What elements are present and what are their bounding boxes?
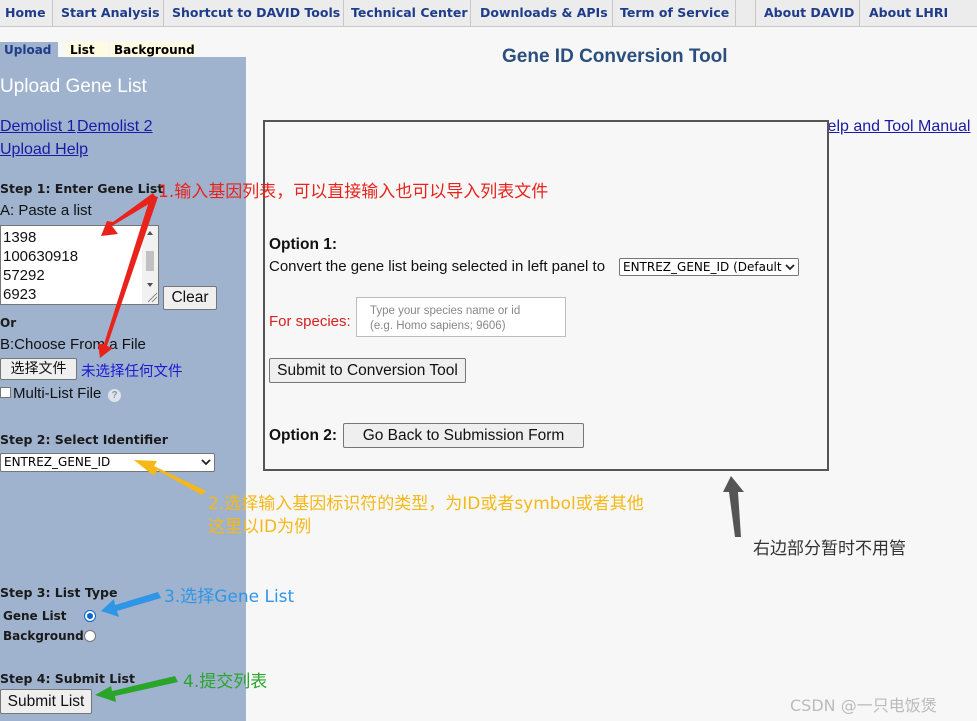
nav-term-of-service[interactable]: Term of Service [613, 0, 736, 26]
background-radio[interactable] [84, 630, 96, 642]
tab-list[interactable]: List [66, 42, 108, 58]
nav-downloads-apis[interactable]: Downloads & APIs [471, 0, 613, 26]
gene-list-radio[interactable] [84, 610, 96, 622]
help-icon[interactable]: ? [108, 389, 121, 402]
step4-label: Step 4: Submit List [0, 671, 135, 686]
watermark: CSDN @一只电饭煲 [790, 696, 937, 715]
demolist-1-link[interactable]: Demolist 1 [0, 118, 76, 135]
option2-label: Option 2: [269, 427, 338, 444]
gene-entry: 6923 [3, 286, 37, 303]
nav-start-analysis[interactable]: Start Analysis [53, 0, 164, 26]
for-species-label: For species: [269, 313, 351, 330]
species-placeholder-line1: Type your species name or id [370, 305, 521, 317]
gene-entry: 57292 [3, 267, 45, 284]
gray-arrow [723, 476, 744, 537]
gene-list-label: Gene List [3, 609, 67, 623]
nav-home[interactable]: Home [0, 0, 53, 26]
upload-help-link[interactable]: Upload Help [0, 141, 89, 158]
conversion-panel [263, 120, 829, 471]
clear-button[interactable]: Clear [163, 286, 217, 310]
submit-list-button[interactable]: Submit List [0, 689, 92, 714]
textarea-scrollbar[interactable] [142, 226, 158, 304]
submit-conversion-button[interactable]: Submit to Conversion Tool [269, 358, 466, 383]
select-fade [782, 259, 798, 275]
upload-title: Upload Gene List [0, 76, 147, 97]
background-label: Background [3, 629, 84, 643]
gene-list-textarea[interactable]: 1398 100630918 57292 6923 [0, 225, 159, 305]
step3-label: Step 3: List Type [0, 585, 118, 600]
annotation-step2-line2: 这里以ID为例 [208, 517, 312, 537]
nav-about-lhri[interactable]: About LHRI [869, 5, 949, 20]
annotation-step4: 4.提交列表 [183, 672, 268, 692]
identifier-select[interactable]: ENTREZ_GENE_ID [0, 453, 215, 472]
choose-file-button[interactable]: 选择文件 [0, 358, 77, 380]
nav-technical-center[interactable]: Technical Center [344, 0, 471, 26]
page-title: Gene ID Conversion Tool [502, 46, 728, 67]
convert-target-value: ENTREZ_GENE_ID (Default) [623, 260, 787, 274]
demolist-2-link[interactable]: Demolist 2 [77, 118, 153, 135]
go-back-button[interactable]: Go Back to Submission Form [343, 423, 584, 448]
paste-label: A: Paste a list [0, 202, 92, 219]
option1-label: Option 1: [269, 236, 338, 253]
convert-target-select[interactable]: ENTREZ_GENE_ID (Default) [619, 258, 799, 276]
convert-text: Convert the gene list being selected in … [269, 258, 606, 275]
tab-background[interactable]: Background [110, 42, 196, 58]
chevron-down-icon [201, 459, 211, 466]
species-placeholder-line2: (e.g. Homo sapiens; 9606) [370, 320, 506, 332]
step2-label: Step 2: Select Identifier [0, 432, 168, 447]
gene-entry: 100630918 [3, 248, 79, 265]
step1-label: Step 1: Enter Gene List [0, 181, 164, 196]
gene-entry: 1398 [3, 229, 37, 246]
nav-shortcut-tools[interactable]: Shortcut to DAVID Tools [164, 0, 344, 26]
nav-spacer [736, 0, 756, 26]
identifier-value: ENTREZ_GENE_ID [4, 455, 111, 469]
choose-file-label: B:Choose From a File [0, 336, 146, 353]
multi-list-label: Multi-List File [13, 385, 102, 402]
file-status-text: 未选择任何文件 [81, 364, 183, 380]
multi-list-checkbox[interactable] [0, 387, 11, 398]
left-tabs: Upload List Background [0, 42, 246, 58]
species-input[interactable]: Type your species name or id (e.g. Homo … [356, 297, 566, 337]
help-manual-link[interactable]: Help and Tool Manual [816, 118, 971, 135]
scrollbar-icon [146, 231, 158, 303]
radio-dot [87, 613, 93, 619]
chevron-down-icon [785, 264, 795, 271]
annotation-right-side: 右边部分暂时不用管 [753, 539, 906, 559]
annotation-step1: 1.输入基因列表，可以直接输入也可以导入列表文件 [158, 182, 549, 202]
annotation-step2-line1: 2.选择输入基因标识符的类型，为ID或者symbol或者其他 [208, 494, 644, 514]
annotation-step3: 3.选择Gene List [164, 587, 295, 607]
tab-upload[interactable]: Upload [0, 42, 58, 58]
top-nav: Home Start Analysis Shortcut to DAVID To… [0, 0, 977, 27]
nav-about-david[interactable]: About DAVID [756, 0, 860, 26]
or-label: Or [0, 316, 17, 330]
